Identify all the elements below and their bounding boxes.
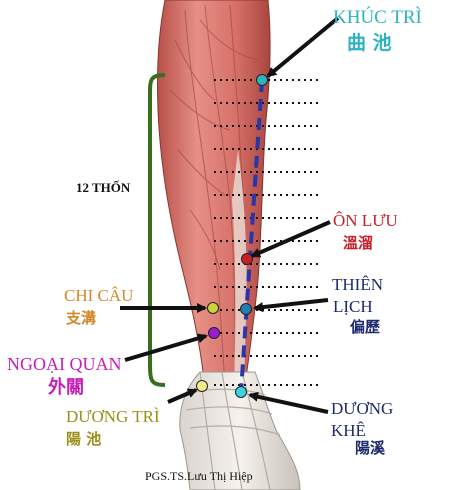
arrow-thien-lich bbox=[253, 298, 329, 313]
point-duong-khe bbox=[235, 386, 247, 398]
point-khuc-tri bbox=[256, 74, 268, 86]
label-thien-lich-1: THIÊN bbox=[332, 275, 383, 294]
acupoints bbox=[196, 74, 268, 398]
hanzi-duong-tri: 陽 池 bbox=[66, 430, 102, 448]
point-chi-cau bbox=[207, 302, 219, 314]
wrist-retinaculum bbox=[185, 371, 281, 490]
arrow-on-luu bbox=[250, 220, 331, 258]
arrow-ngoai-quan bbox=[124, 333, 208, 362]
label-duong-khe-1: DƯƠNG bbox=[331, 399, 394, 418]
measure-label: 12 THỐN bbox=[76, 180, 131, 195]
point-ngoai-quan bbox=[208, 327, 220, 339]
muscle-striations bbox=[169, 4, 259, 386]
hanzi-chi-cau: 支溝 bbox=[66, 309, 97, 327]
label-chi-cau: CHI CÂU bbox=[64, 286, 134, 305]
hanzi-on-luu: 溫溜 bbox=[343, 234, 374, 252]
hanzi-duong-khe: 陽溪 bbox=[355, 439, 386, 457]
label-ngoai-quan: NGOẠI QUAN bbox=[7, 354, 122, 374]
wrist-tendons bbox=[179, 371, 301, 490]
meridian-line bbox=[239, 79, 264, 393]
arrow-duong-tri bbox=[167, 388, 198, 404]
credit-text: PGS.TS.Lưu Thị Hiệp bbox=[145, 469, 253, 483]
label-duong-khe-2: KHÊ bbox=[331, 421, 366, 440]
hanzi-thien-lich: 偏歷 bbox=[350, 318, 381, 336]
point-duong-tri bbox=[196, 380, 208, 392]
hanzi-khuc-tri: 曲 池 bbox=[347, 32, 392, 54]
arrows bbox=[120, 16, 340, 414]
arrow-khuc-tri bbox=[266, 16, 340, 78]
point-thien-lich bbox=[240, 303, 252, 315]
label-duong-tri: DƯƠNG TRÌ bbox=[66, 407, 160, 426]
label-thien-lich-2: LỊCH bbox=[333, 297, 373, 316]
tendon-band bbox=[232, 150, 247, 385]
hanzi-ngoai-quan: 外關 bbox=[48, 377, 84, 398]
arrow-duong-khe bbox=[248, 391, 329, 414]
label-khuc-tri: KHÚC TRÌ bbox=[333, 7, 422, 28]
point-on-luu bbox=[241, 253, 253, 265]
label-on-luu: ÔN LƯU bbox=[333, 211, 398, 230]
measure-bracket bbox=[148, 73, 166, 387]
